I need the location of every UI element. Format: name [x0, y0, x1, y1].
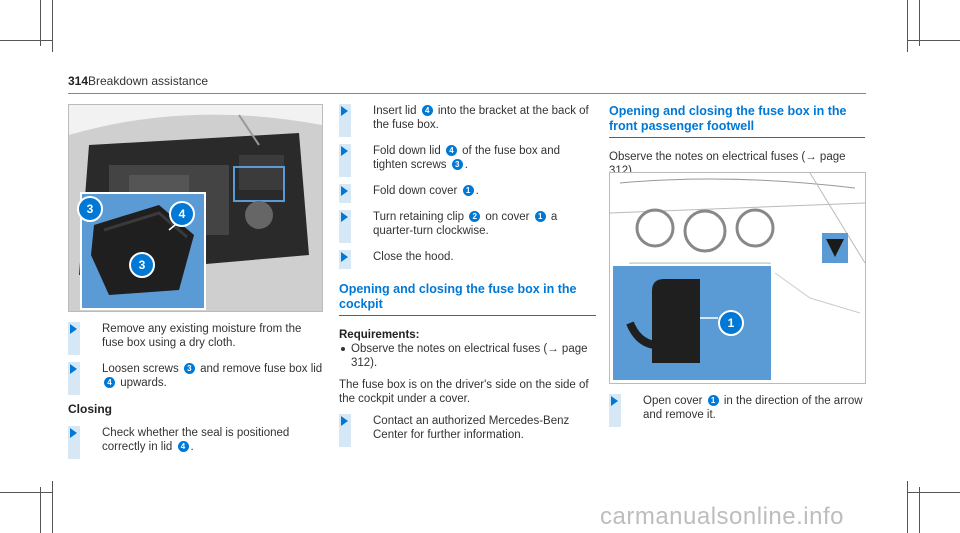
step-text: and remove fuse box lid	[196, 363, 323, 375]
callout-badge-icon: 1	[462, 185, 474, 196]
watermark: carmanualsonline.info	[600, 503, 844, 530]
step-arrow-icon	[341, 416, 348, 426]
step-arrow-icon	[70, 364, 77, 374]
callout-badge-icon: 1	[534, 211, 546, 222]
step-arrow-icon	[70, 428, 77, 438]
section-title-footwell: Opening and closing the fuse box in the …	[609, 104, 865, 138]
step-turn-clip: Turn retaining clip 2 on cover 1 a quart…	[339, 210, 596, 243]
step-text: Fold down lid	[373, 145, 444, 157]
column-3-step: Open cover 1 in the direction of the arr…	[609, 394, 865, 434]
step-text: .	[464, 159, 468, 171]
step-loosen-screws: Loosen screws 3 and remove fuse box lid …	[68, 362, 323, 395]
crop-mark	[40, 487, 41, 533]
column-1: Remove any existing moisture from the fu…	[68, 322, 323, 466]
step-arrow-icon	[341, 186, 348, 196]
step-open-cover: Open cover 1 in the direction of the arr…	[609, 394, 865, 427]
crop-mark	[52, 481, 53, 533]
step-insert-lid: Insert lid 4 into the bracket at the bac…	[339, 104, 596, 137]
requirements: Requirements: Observe the notes on elect…	[339, 328, 596, 370]
footwell-illustration	[610, 173, 865, 383]
engine-bay-figure: 3 4 3	[68, 104, 323, 312]
callout-badge-icon: 3	[451, 159, 463, 170]
crop-mark	[0, 40, 52, 41]
callout-badge-icon: 3	[183, 363, 195, 374]
column-3: Opening and closing the fuse box in the …	[609, 104, 865, 186]
step-arrow-icon	[341, 106, 348, 116]
engine-bay-illustration	[69, 105, 322, 311]
requirement-text[interactable]: Observe the notes on electrical fuses (→…	[351, 343, 588, 369]
step-arrow-icon	[341, 146, 348, 156]
step-check-seal: Check whether the seal is positioned cor…	[68, 426, 323, 459]
step-text: Turn retaining clip	[373, 211, 468, 223]
step-arrow-icon	[341, 252, 348, 262]
step-text: Insert lid	[373, 105, 420, 117]
step-fold-down-lid: Fold down lid 4 of the fuse box and tigh…	[339, 144, 596, 177]
crop-mark	[0, 492, 52, 493]
step-remove-moisture: Remove any existing moisture from the fu…	[68, 322, 323, 355]
step-contact-center: Contact an authorized Mercedes-Benz Cent…	[339, 414, 596, 447]
header-rule	[68, 93, 866, 94]
callout-badge-icon: 4	[445, 145, 457, 156]
callout-badge-icon: 2	[469, 211, 481, 222]
callout-badge-icon: 4	[104, 377, 115, 388]
callout-badge-icon: 4	[177, 441, 189, 452]
step-arrow-icon	[70, 324, 77, 334]
column-2: Insert lid 4 into the bracket at the bac…	[339, 104, 596, 454]
step-text: into the bracket at the back of the fuse…	[373, 105, 589, 131]
callout-1: 1	[718, 310, 744, 336]
crop-mark	[908, 492, 960, 493]
crop-mark	[52, 0, 53, 52]
page-number: 314	[68, 74, 89, 88]
step-arrow-icon	[341, 212, 348, 222]
step-arrow-icon	[611, 396, 618, 406]
step-text: Fold down cover	[373, 185, 461, 197]
step-close-hood: Close the hood.	[339, 250, 596, 269]
step-text: upwards.	[117, 377, 167, 389]
step-text: Check whether the seal is positioned cor…	[102, 427, 290, 453]
step-text: on cover	[482, 211, 533, 223]
step-text: .	[475, 185, 479, 197]
callout-4: 4	[169, 201, 195, 227]
callout-badge-icon: 4	[421, 105, 433, 116]
callout-3-bottom: 3	[129, 252, 155, 278]
step-text: of the fuse box and tighten screws	[373, 145, 560, 171]
page-header-title: Breakdown assistance	[88, 74, 209, 88]
step-text: a quarter-turn clockwise.	[373, 211, 558, 237]
callout-badge-icon: 1	[707, 395, 719, 406]
crop-mark	[919, 0, 920, 46]
step-text: in the direction of the arrow and remove…	[643, 395, 863, 421]
crop-mark	[907, 481, 908, 533]
crop-mark	[907, 0, 908, 52]
step-text: .	[190, 441, 194, 453]
requirement-item: Observe the notes on electrical fuses (→…	[339, 342, 596, 370]
bullet-dot-icon	[341, 347, 345, 351]
section-title-cockpit: Opening and closing the fuse box in the …	[339, 282, 596, 316]
step-text: Remove any existing moisture from the fu…	[102, 323, 302, 349]
crop-mark	[919, 487, 920, 533]
step-text: Close the hood.	[373, 251, 454, 263]
crop-mark	[40, 0, 41, 46]
crop-mark	[908, 40, 960, 41]
closing-heading: Closing	[68, 402, 112, 416]
callout-3-top: 3	[77, 196, 103, 222]
step-text: Open cover	[643, 395, 706, 407]
step-text: Contact an authorized Mercedes-Benz Cent…	[373, 415, 570, 441]
paragraph-fuse-location: The fuse box is on the driver's side on …	[339, 379, 589, 405]
footwell-figure: 1	[609, 172, 866, 384]
step-fold-down-cover: Fold down cover 1.	[339, 184, 596, 203]
step-text: Loosen screws	[102, 363, 182, 375]
requirements-label: Requirements:	[339, 329, 420, 341]
